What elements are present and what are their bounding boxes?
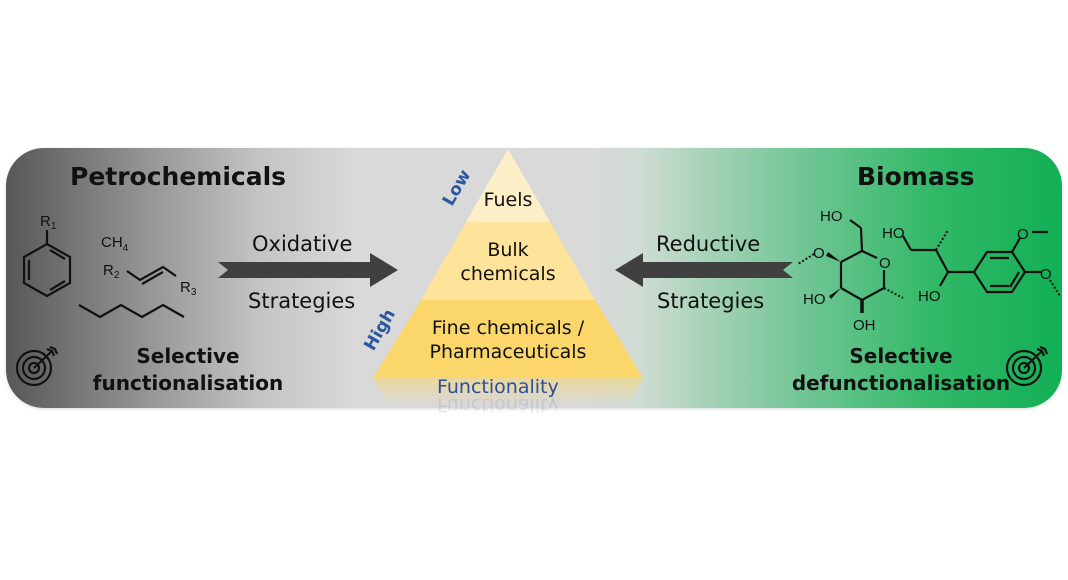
svg-text:CH4: CH4 bbox=[101, 234, 129, 254]
tier-fine-label: Fine chemicals / Pharmaceuticals bbox=[418, 316, 598, 364]
target-icon bbox=[15, 345, 59, 387]
tier-fine-line1: Fine chemicals / bbox=[431, 317, 585, 339]
svg-text:HO: HO bbox=[918, 288, 941, 305]
pyramid-tier-bulk bbox=[421, 222, 595, 300]
r1-label: R1 bbox=[40, 213, 57, 232]
svg-text:R2: R2 bbox=[103, 262, 120, 281]
svg-text:HO: HO bbox=[803, 291, 826, 308]
pyramid-tier-fuels bbox=[466, 149, 550, 222]
target-icon bbox=[1005, 345, 1049, 387]
tier-fuels-label: Fuels bbox=[483, 189, 533, 211]
tier-bulk-line1: Bulk bbox=[487, 239, 529, 261]
svg-text:OH: OH bbox=[853, 317, 876, 334]
oxidative-strategies-label: Strategies bbox=[248, 289, 356, 313]
tier-fine-line2: Pharmaceuticals bbox=[429, 341, 587, 363]
svg-text:R3: R3 bbox=[180, 279, 197, 298]
goal-line1: Selective bbox=[849, 344, 953, 368]
goal-line2: functionalisation bbox=[92, 371, 284, 395]
pyramid-tier-fine bbox=[373, 300, 643, 378]
selective-functionalisation-label: Selective functionalisation bbox=[88, 343, 288, 397]
functionality-axis-title: Functionality bbox=[437, 376, 559, 398]
reductive-label: Reductive bbox=[656, 232, 761, 256]
svg-text:O: O bbox=[879, 255, 891, 272]
pyramid-reflection bbox=[373, 378, 643, 405]
tier-bulk-line2: chemicals bbox=[460, 263, 556, 285]
goal-line2: defunctionalisation bbox=[791, 371, 1011, 395]
selective-defunctionalisation-label: Selective defunctionalisation bbox=[786, 343, 1016, 397]
svg-text:HO: HO bbox=[820, 208, 843, 225]
goal-line1: Selective bbox=[136, 344, 240, 368]
reductive-strategies-label: Strategies bbox=[657, 289, 765, 313]
petrochemicals-title: Petrochemicals bbox=[70, 162, 287, 191]
svg-text:O: O bbox=[1040, 266, 1052, 283]
svg-text:HO: HO bbox=[882, 225, 905, 242]
svg-text:O: O bbox=[1017, 226, 1029, 243]
biomass-title: Biomass bbox=[857, 162, 975, 191]
oxidative-label: Oxidative bbox=[252, 232, 353, 256]
svg-text:O: O bbox=[813, 245, 825, 262]
tier-bulk-label: Bulk chemicals bbox=[438, 238, 578, 286]
